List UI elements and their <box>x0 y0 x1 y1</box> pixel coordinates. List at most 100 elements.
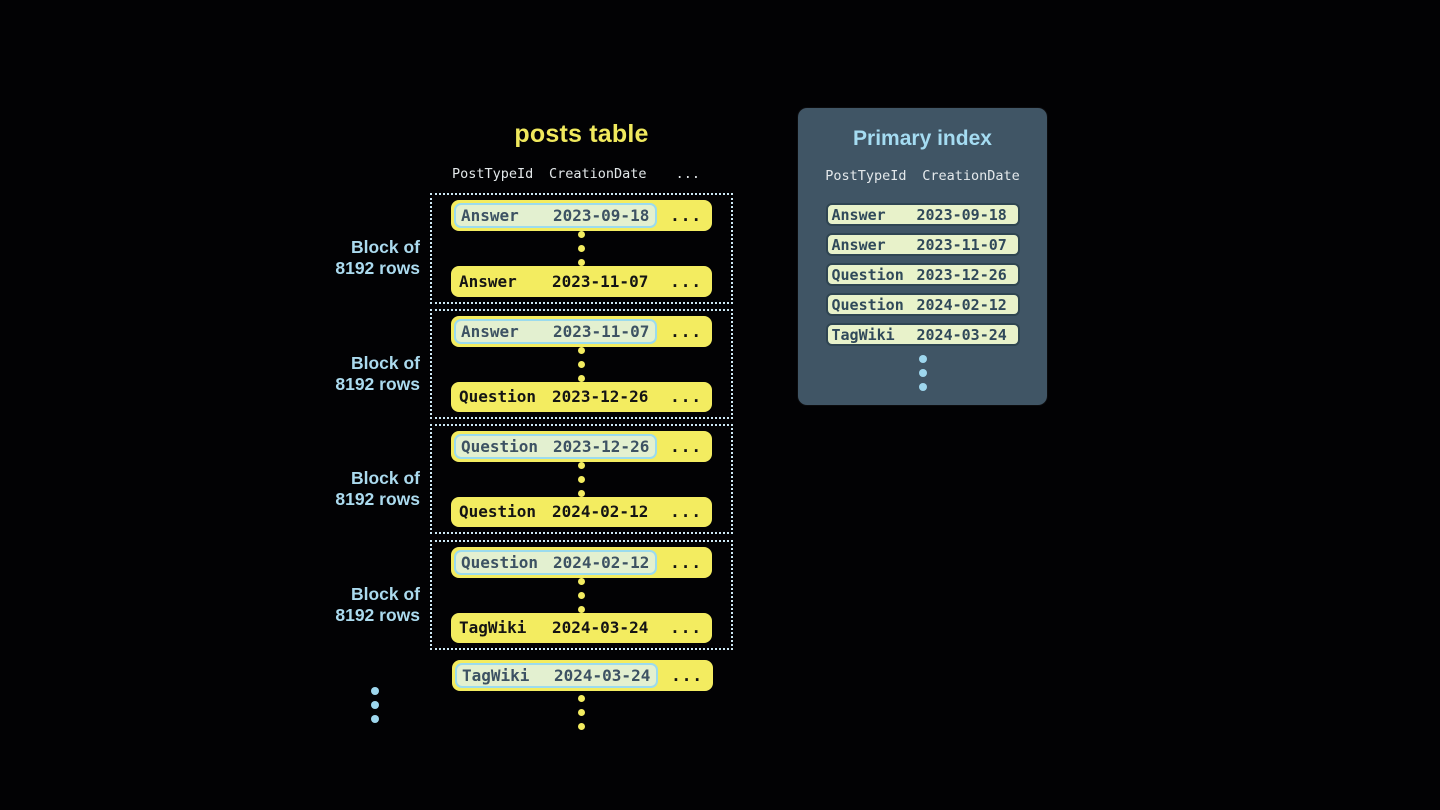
row-date: 2024-03-24 <box>552 618 649 638</box>
row-highlight-pill: Question 2023-12-26 <box>454 433 658 459</box>
dot <box>578 591 585 599</box>
index-row: Question 2024-02-12 <box>825 293 1020 316</box>
block-label-line1: Block of <box>350 353 420 373</box>
block-ellipsis-dots <box>578 461 585 497</box>
row-posttype: Question <box>831 295 904 314</box>
block-label-4: Block of 8192 rows <box>260 584 420 626</box>
row-posttype: Answer <box>831 205 886 224</box>
column-header-posttypeid: PostTypeId <box>825 168 907 184</box>
dot <box>578 360 585 368</box>
posts-table-title: posts table <box>514 120 649 148</box>
block-ellipsis-dots <box>578 577 585 613</box>
row-more-ellipsis: ... <box>670 321 702 341</box>
row-date: 2023-11-07 <box>553 321 650 341</box>
primary-index-column-headers: PostTypeId CreationDate <box>798 168 1047 184</box>
row-more-ellipsis: ... <box>670 387 702 407</box>
block-label-line2: 8192 rows <box>335 258 420 278</box>
block-label-2: Block of 8192 rows <box>260 353 420 395</box>
block-label-line1: Block of <box>350 468 420 488</box>
dot <box>578 709 585 716</box>
row-more-ellipsis: ... <box>670 206 702 225</box>
primary-index-rows: Answer 2023-09-18 Answer 2023-11-07 Ques… <box>798 203 1047 346</box>
row-date: 2024-02-12 <box>552 502 649 522</box>
table-row-highlighted: Answer 2023-11-07 ... <box>451 316 712 347</box>
block-label-line2: 8192 rows <box>335 374 420 394</box>
index-row: TagWiki 2024-03-24 <box>825 323 1020 346</box>
block-label-line1: Block of <box>350 584 420 604</box>
posts-block-3: Question 2023-12-26 ... Question 2024-02… <box>430 424 733 534</box>
row-posttype: Question <box>461 436 539 456</box>
table-row: Question 2023-12-26 ... <box>451 381 712 412</box>
dot <box>918 355 927 363</box>
dot <box>578 605 585 613</box>
row-more-ellipsis: ... <box>670 618 702 638</box>
dot <box>578 577 585 585</box>
row-date: 2023-09-18 <box>916 205 1007 224</box>
row-more-ellipsis: ... <box>670 272 702 291</box>
table-continuation-dots <box>578 695 585 730</box>
row-posttype: TagWiki <box>462 666 530 685</box>
primary-index-title: Primary index <box>853 127 992 150</box>
dot <box>578 461 585 469</box>
dot <box>578 695 585 702</box>
row-posttype: Question <box>459 502 537 522</box>
row-posttype: Question <box>459 387 537 407</box>
index-row: Answer 2023-11-07 <box>825 233 1020 256</box>
index-row: Answer 2023-09-18 <box>825 203 1020 226</box>
dot <box>371 687 379 695</box>
table-row: TagWiki 2024-03-24 ... <box>451 612 712 643</box>
table-row-highlighted: Answer 2023-09-18 ... <box>451 200 712 231</box>
row-date: 2024-02-12 <box>916 295 1007 314</box>
row-highlight-pill: TagWiki 2024-03-24 <box>455 663 659 688</box>
row-posttype: Question <box>831 265 904 284</box>
dot <box>578 489 585 497</box>
block-label-line1: Block of <box>350 237 420 257</box>
block-label-1: Block of 8192 rows <box>260 237 420 279</box>
block-ellipsis-dots <box>578 346 585 382</box>
dot <box>578 346 585 354</box>
row-posttype: Answer <box>459 272 517 291</box>
dot <box>371 701 379 709</box>
dot <box>578 475 585 483</box>
row-date: 2023-11-07 <box>552 272 649 291</box>
posts-block-4: Question 2024-02-12 ... TagWiki 2024-03-… <box>430 540 733 650</box>
block-label-line2: 8192 rows <box>335 489 420 509</box>
row-posttype: Answer <box>461 321 519 341</box>
row-date: 2023-12-26 <box>553 436 650 456</box>
table-row-highlighted-overflow: TagWiki 2024-03-24 ... <box>452 660 713 691</box>
block-ellipsis-dots <box>578 231 585 266</box>
dot <box>578 231 585 238</box>
row-date: 2023-12-26 <box>916 265 1007 284</box>
index-row: Question 2023-12-26 <box>825 263 1020 286</box>
row-date: 2023-12-26 <box>552 387 649 407</box>
blocks-continuation-dots <box>371 687 379 723</box>
row-posttype: Question <box>461 552 539 572</box>
row-highlight-pill: Answer 2023-11-07 <box>454 318 658 344</box>
row-date: 2024-03-24 <box>916 325 1007 344</box>
row-posttype: Answer <box>461 206 519 225</box>
row-more-ellipsis: ... <box>670 436 702 456</box>
dot <box>578 259 585 266</box>
row-highlight-pill: Question 2024-02-12 <box>454 549 658 575</box>
row-highlight-pill: Answer 2023-09-18 <box>454 203 658 228</box>
row-posttype: Answer <box>831 235 886 254</box>
table-row-highlighted: Question 2024-02-12 ... <box>451 547 712 578</box>
dot <box>578 374 585 382</box>
row-date: 2024-03-24 <box>554 666 651 685</box>
dot <box>918 383 927 391</box>
table-row-highlighted: Question 2023-12-26 ... <box>451 431 712 462</box>
row-date: 2023-11-07 <box>916 235 1007 254</box>
column-header-creationdate: CreationDate <box>922 168 1020 184</box>
column-header-posttypeid: PostTypeId <box>452 166 534 182</box>
posts-block-1: Answer 2023-09-18 ... Answer 2023-11-07 … <box>430 193 733 304</box>
dot <box>918 369 927 377</box>
row-posttype: TagWiki <box>459 618 527 638</box>
table-row: Answer 2023-11-07 ... <box>451 266 712 297</box>
row-more-ellipsis: ... <box>671 666 703 685</box>
row-more-ellipsis: ... <box>670 502 702 522</box>
row-date: 2024-02-12 <box>553 552 650 572</box>
posts-block-2: Answer 2023-11-07 ... Question 2023-12-2… <box>430 309 733 419</box>
table-row: Question 2024-02-12 ... <box>451 496 712 527</box>
block-label-3: Block of 8192 rows <box>260 468 420 510</box>
